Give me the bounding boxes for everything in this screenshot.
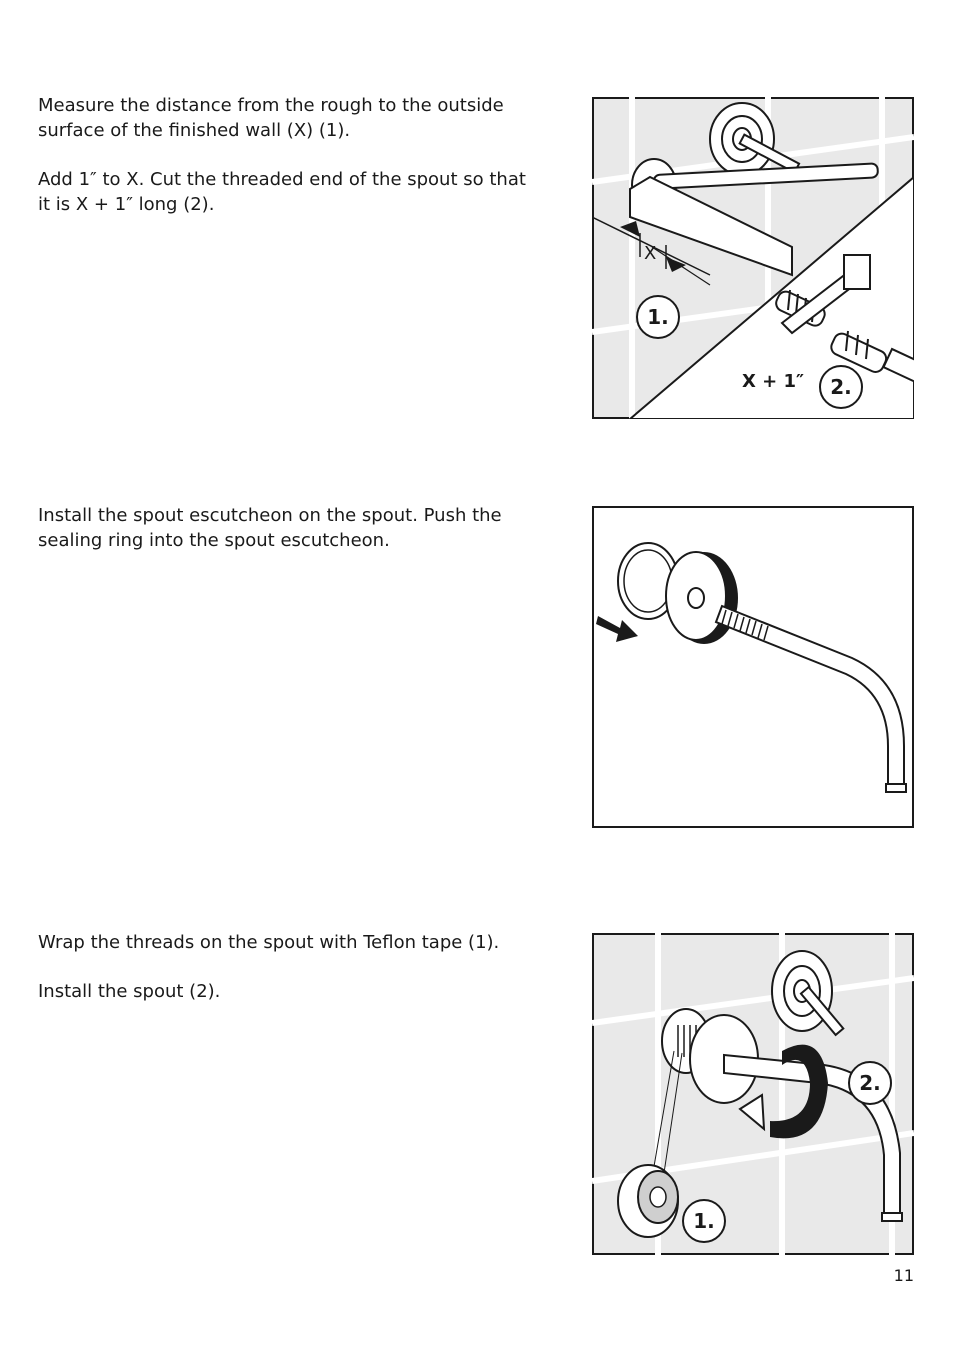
- callout-1-label: 1.: [647, 305, 669, 329]
- callout-2-label: 2.: [859, 1071, 881, 1095]
- page-number: 11: [893, 1266, 914, 1285]
- callout-2-circle: [819, 365, 863, 409]
- step-2-figure: [592, 506, 914, 828]
- tile-grout: [592, 933, 914, 1255]
- step-1-paragraph-2: Add 1″ to X. Cut the threaded end of the…: [38, 169, 526, 215]
- dimension-label: X + 1″: [742, 371, 804, 392]
- rotation-arrow: [770, 1044, 828, 1139]
- measure-arrow-right: [666, 257, 686, 272]
- push-direction-arrow: [596, 616, 638, 642]
- teflon-and-install-illustration: 2. 1.: [592, 933, 914, 1255]
- step-1-figure: X 1. 2. X + 1″: [592, 97, 914, 419]
- handle-stem: [799, 985, 845, 1037]
- rotation-arrowhead: [738, 1093, 766, 1132]
- step-2-text: Install the spout escutcheon on the spou…: [38, 503, 538, 577]
- spout-tip: [885, 783, 907, 793]
- callout-1-circle: [636, 295, 680, 339]
- step-3-figure: 2. 1.: [592, 933, 914, 1255]
- callout-2-label: 2.: [830, 375, 852, 399]
- step-3-text: Wrap the threads on the spout with Teflo…: [38, 930, 538, 1028]
- step-3-paragraph-1: Wrap the threads on the spout with Teflo…: [38, 932, 500, 953]
- callout-2-circle: [848, 1061, 892, 1105]
- step-2-paragraph-1: Install the spout escutcheon on the spou…: [38, 505, 502, 551]
- finished-wall-edge: [629, 175, 793, 277]
- step-1-paragraph-1: Measure the distance from the rough to t…: [38, 95, 504, 141]
- saw-and-thread: [775, 254, 914, 386]
- measure-and-cut-illustration: X 1. 2. X + 1″: [592, 97, 914, 419]
- step-3-paragraph-2: Install the spout (2).: [38, 981, 221, 1002]
- spout-tip: [881, 1212, 903, 1222]
- spout-threads: [721, 609, 769, 641]
- callout-1-label: 1.: [693, 1209, 715, 1233]
- escutcheon-illustration: [592, 506, 914, 828]
- measure-arrow-left: [620, 221, 640, 237]
- callout-1-circle: [682, 1199, 726, 1243]
- marker-x: X: [644, 243, 656, 264]
- step-1-text: Measure the distance from the rough to t…: [38, 93, 538, 241]
